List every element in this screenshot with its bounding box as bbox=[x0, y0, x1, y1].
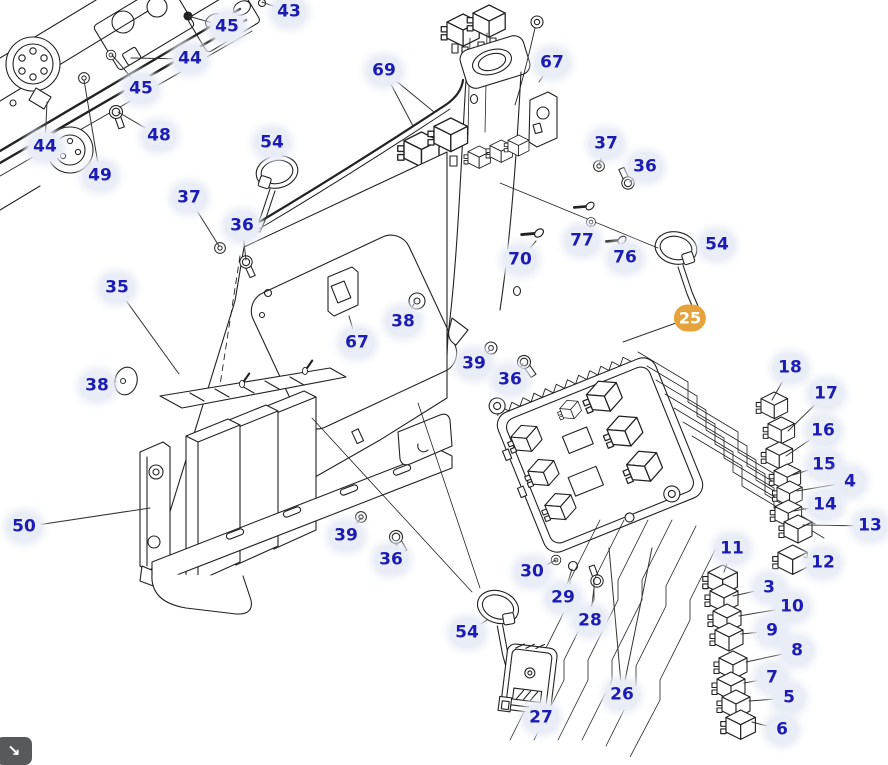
callout-17[interactable]: 17 bbox=[809, 379, 843, 409]
callout-18[interactable]: 18 bbox=[773, 353, 807, 383]
callout-35[interactable]: 35 bbox=[100, 273, 134, 303]
callout-37[interactable]: 37 bbox=[589, 129, 623, 159]
callout-54[interactable]: 54 bbox=[700, 230, 734, 260]
callout-25[interactable]: 25 bbox=[673, 304, 707, 332]
callout-48[interactable]: 48 bbox=[142, 121, 176, 151]
callout-16[interactable]: 16 bbox=[806, 416, 840, 446]
callout-37[interactable]: 37 bbox=[172, 183, 206, 213]
fuse-cascade-upper bbox=[702, 391, 813, 595]
callout-36[interactable]: 36 bbox=[493, 365, 527, 395]
callout-54[interactable]: 54 bbox=[255, 128, 289, 158]
relay-box-27 bbox=[497, 643, 558, 715]
callout-54[interactable]: 54 bbox=[450, 618, 484, 648]
callout-5[interactable]: 5 bbox=[773, 683, 805, 713]
fuse-box bbox=[488, 356, 704, 553]
callout-27[interactable]: 27 bbox=[524, 703, 558, 733]
cable-tie-b bbox=[651, 227, 701, 309]
callout-67[interactable]: 67 bbox=[535, 48, 569, 78]
callout-9[interactable]: 9 bbox=[756, 616, 788, 646]
callout-39[interactable]: 39 bbox=[329, 521, 363, 551]
callout-45[interactable]: 45 bbox=[124, 74, 158, 104]
callout-36[interactable]: 36 bbox=[374, 545, 408, 575]
callout-38[interactable]: 38 bbox=[80, 371, 114, 401]
callout-8[interactable]: 8 bbox=[781, 636, 813, 666]
callout-6[interactable]: 6 bbox=[766, 715, 798, 745]
callout-45[interactable]: 45 bbox=[210, 12, 244, 42]
callout-70[interactable]: 70 bbox=[503, 245, 537, 275]
callout-26[interactable]: 26 bbox=[605, 680, 639, 710]
pan-corner-button[interactable]: ↘ bbox=[0, 737, 32, 765]
callout-4[interactable]: 4 bbox=[834, 467, 866, 497]
callout-43[interactable]: 43 bbox=[272, 0, 306, 27]
callout-28[interactable]: 28 bbox=[573, 606, 607, 636]
callout-69[interactable]: 69 bbox=[367, 56, 401, 86]
callout-12[interactable]: 12 bbox=[806, 548, 840, 578]
callout-76[interactable]: 76 bbox=[608, 243, 642, 273]
bottom-rail bbox=[151, 402, 481, 615]
callout-11[interactable]: 11 bbox=[715, 534, 749, 564]
callout-10[interactable]: 10 bbox=[775, 592, 809, 622]
callout-77[interactable]: 77 bbox=[565, 226, 599, 256]
callout-29[interactable]: 29 bbox=[546, 583, 580, 613]
callout-38[interactable]: 38 bbox=[386, 307, 420, 337]
callout-44[interactable]: 44 bbox=[173, 44, 207, 74]
callout-49[interactable]: 49 bbox=[83, 161, 117, 191]
callout-50[interactable]: 50 bbox=[7, 512, 41, 542]
diagonal-arrow-icon: ↘ bbox=[7, 742, 21, 759]
callout-44[interactable]: 44 bbox=[28, 132, 62, 162]
callout-30[interactable]: 30 bbox=[515, 557, 549, 587]
cable-tie-a bbox=[252, 151, 302, 233]
callout-14[interactable]: 14 bbox=[808, 490, 842, 520]
callout-67[interactable]: 67 bbox=[340, 328, 374, 358]
callout-39[interactable]: 39 bbox=[457, 349, 491, 379]
callout-36[interactable]: 36 bbox=[225, 211, 259, 241]
callout-36[interactable]: 36 bbox=[628, 152, 662, 182]
callout-13[interactable]: 13 bbox=[853, 511, 887, 541]
